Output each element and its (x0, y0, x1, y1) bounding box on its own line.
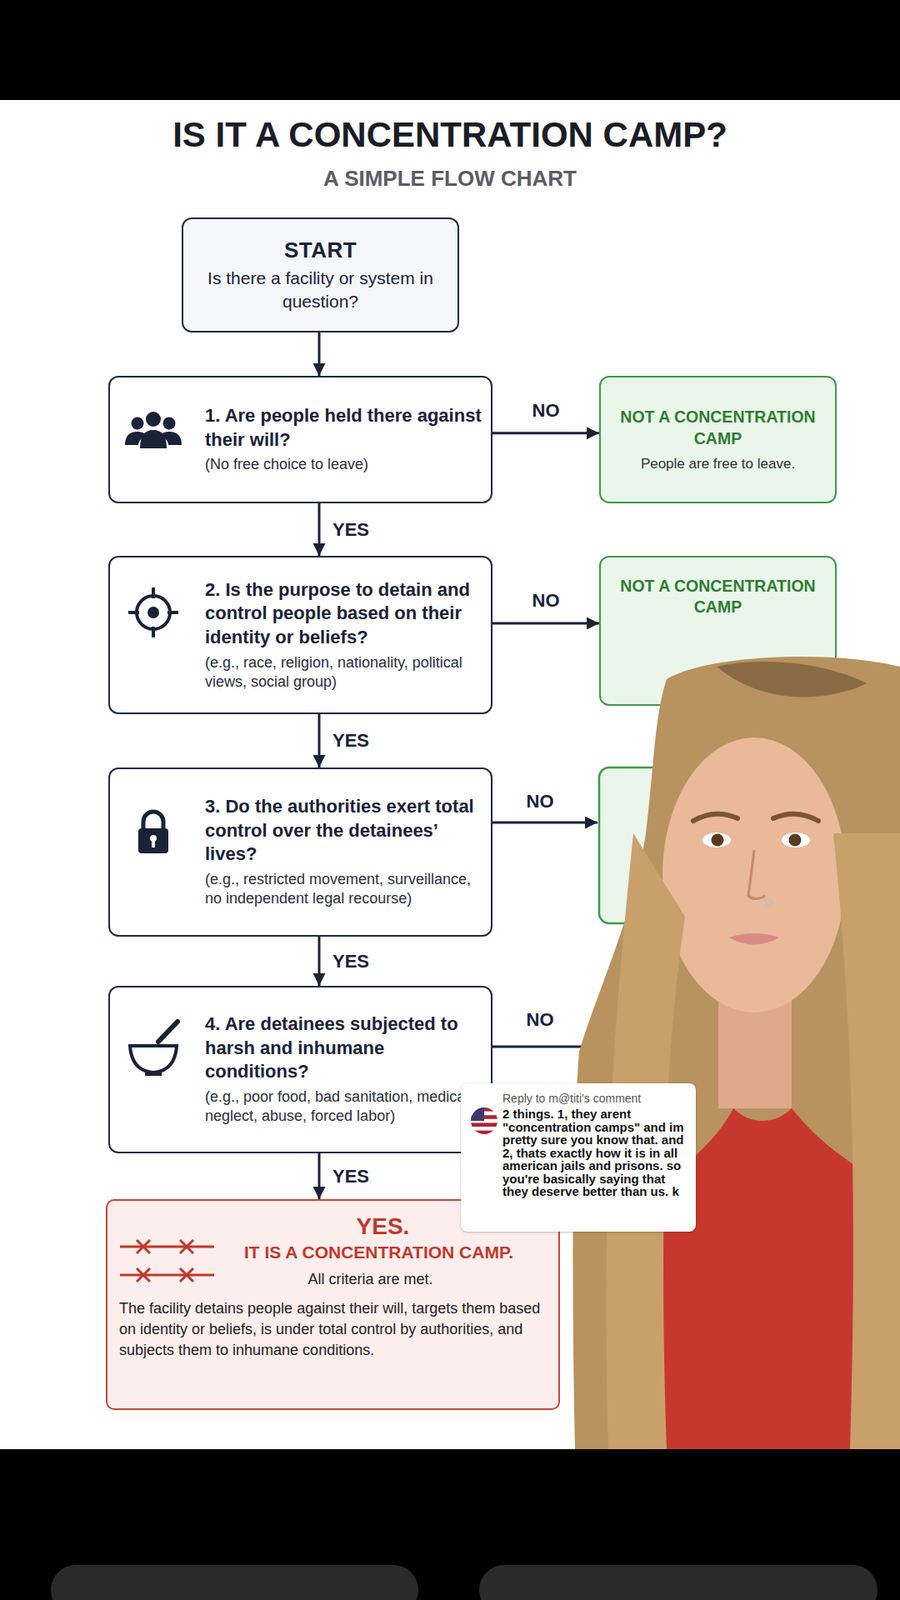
target-icon (128, 587, 179, 638)
question-box: 3. Do the authorities exert total contro… (108, 767, 493, 937)
box-body: Is there a facility or system in questio… (196, 266, 445, 313)
edge-label: NO (516, 590, 575, 612)
eye (781, 832, 810, 848)
example-text: (No free choice to leave) (205, 455, 486, 475)
outcome-heading: NOT A CONCENTRATION CAMP (609, 575, 827, 619)
edge-label: YES (332, 950, 370, 973)
face (662, 737, 846, 1013)
no-arrow (492, 1045, 588, 1049)
question-text: 4. Are detainees subjected to harsh and … (205, 1012, 486, 1085)
question-box: 2. Is the purpose to detain and control … (108, 555, 493, 715)
result-note: All criteria are met. (119, 1270, 547, 1289)
eyebrow (693, 814, 738, 821)
example-text: (e.g., poor food, bad sanitation, medica… (205, 1087, 486, 1127)
hair-shadow (716, 661, 867, 697)
question-text: 2. Is the purpose to detain and control … (205, 578, 486, 650)
outcome-box: NOT A CONCENTRATION CAMP (599, 555, 837, 706)
flow-arrow (492, 431, 600, 435)
bowl-icon (130, 1021, 178, 1075)
hair (573, 656, 900, 1450)
result-heading: IT IS A CONCENTRATION CAMP. (119, 1242, 547, 1263)
ui-button (479, 1565, 878, 1600)
people-icon (125, 411, 182, 449)
comment-bubble: Reply to m@titi's comment 2 things. 1, th… (460, 1083, 696, 1232)
outcome-heading: NOT A CONCENTRATION CAMP (609, 406, 827, 450)
edge-label: YES (332, 519, 370, 541)
hair-strand (605, 833, 685, 1450)
start-box: STARTIs there a facility or system in qu… (181, 217, 460, 333)
flow-arrow (318, 503, 321, 556)
edge-label: YES (332, 730, 370, 752)
example-text: (e.g., restricted movement, surveillance… (205, 870, 486, 910)
edge-label: NO (510, 1009, 570, 1031)
red-top (641, 1108, 900, 1450)
box-heading: START (284, 237, 357, 264)
eyebrow (773, 814, 819, 821)
flag-avatar (470, 1107, 498, 1135)
chart-title: IS IT A CONCENTRATION CAMP? (0, 115, 900, 155)
edge-label: NO (516, 400, 575, 422)
eye (702, 832, 731, 848)
flow-arrow (492, 622, 600, 625)
comment-text: 2 things. 1, they arent "concentration c… (502, 1107, 688, 1199)
outcome-box: NOT A CONCENTRATION CAMP People are free … (599, 375, 837, 504)
question-text: 3. Do the authorities exert total contro… (205, 795, 486, 867)
iris (711, 834, 725, 847)
question-box: 4. Are detainees subjected to harsh and … (108, 985, 493, 1154)
edge-label: YES (332, 1165, 370, 1188)
flow-arrow (318, 1153, 321, 1200)
no-arrow (492, 821, 598, 825)
neck (718, 975, 792, 1109)
ui-button (50, 1565, 419, 1600)
lips (729, 933, 780, 945)
nose-ring (765, 900, 772, 906)
reply-header: Reply to m@titi's comment (502, 1091, 688, 1105)
flow-arrow (318, 332, 321, 376)
subtitle: A SIMPLE FLOW CHART (0, 165, 900, 192)
nose (748, 850, 765, 900)
lock-icon (138, 811, 169, 854)
hair-strand (833, 833, 900, 1450)
question-box: 1. Are people held there against their w… (108, 375, 493, 504)
edge-label: NO (510, 790, 570, 813)
flow-arrow (318, 714, 321, 768)
iris (789, 834, 802, 847)
result-body: The facility detains people against thei… (119, 1298, 547, 1362)
hidden-result-box (599, 767, 850, 924)
outcome-body: People are free to leave. (609, 455, 827, 473)
question-text: 1. Are people held there against their w… (205, 404, 486, 452)
example-text: (e.g., race, religion, nationality, poli… (205, 653, 486, 693)
barbed-wire-icon (120, 1240, 215, 1282)
flow-arrow (318, 936, 321, 986)
